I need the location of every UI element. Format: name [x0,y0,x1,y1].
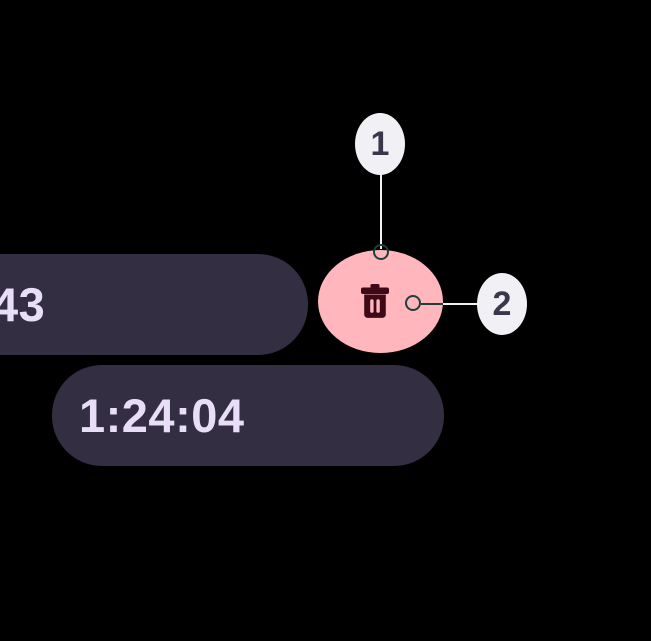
elapsed-time-chip[interactable]: 1:24:04 [52,365,444,466]
delete-fab[interactable] [318,250,443,353]
trash-icon [360,284,390,319]
annotation-badge-2[interactable]: 2 [477,273,527,335]
annotation-badge-1[interactable]: 1 [355,113,405,175]
lap-count-value: 43 [0,278,46,331]
annotation-leader-line-1 [380,174,382,249]
lap-count-chip[interactable]: 43 [0,254,308,355]
elapsed-time-value: 1:24:04 [79,389,245,442]
